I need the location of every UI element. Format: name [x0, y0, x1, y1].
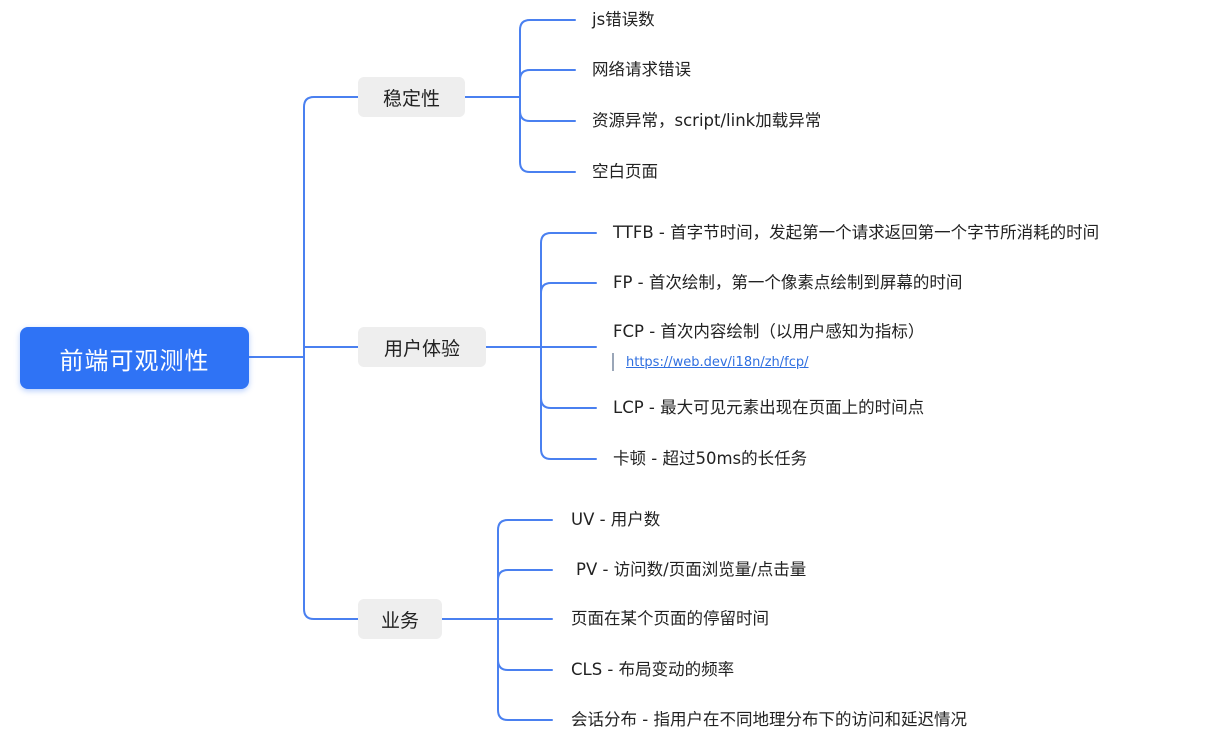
leaf-resource-errors[interactable]: 资源异常，script/link加载异常 — [592, 111, 822, 130]
connector-ux-2 — [540, 282, 597, 348]
leaf-session-distribution[interactable]: 会话分布 - 指用户在不同地理分布下的访问和延迟情况 — [571, 710, 967, 729]
leaf-fcp[interactable]: FCP - 首次内容绘制（以用户感知为指标） — [613, 322, 925, 341]
leaf-long-task[interactable]: 卡顿 - 超过50ms的长任务 — [613, 449, 808, 468]
connector-stability-2 — [519, 69, 576, 98]
connector-stability-1 — [519, 19, 576, 98]
leaf-network-errors[interactable]: 网络请求错误 — [592, 60, 691, 79]
connector-stability-4 — [519, 96, 576, 173]
leaf-dwell-time[interactable]: 页面在某个页面的停留时间 — [571, 609, 769, 628]
category-stability[interactable]: 稳定性 — [358, 77, 465, 117]
fcp-reference-link[interactable]: https://web.dev/i18n/zh/fcp/ — [626, 354, 809, 370]
leaf-uv[interactable]: UV - 用户数 — [571, 510, 661, 529]
connector-business-1 — [497, 519, 553, 620]
connector-root-business — [303, 356, 359, 620]
fcp-link-row: https://web.dev/i18n/zh/fcp/ — [612, 352, 809, 372]
leaf-cls[interactable]: CLS - 布局变动的频率 — [571, 660, 735, 679]
leaf-fp[interactable]: FP - 首次绘制，第一个像素点绘制到屏幕的时间 — [613, 273, 963, 292]
leaf-js-errors[interactable]: js错误数 — [592, 10, 655, 29]
connector-ux-4 — [540, 346, 597, 409]
connector-ux-1 — [540, 232, 597, 348]
leaf-ttfb[interactable]: TTFB - 首字节时间，发起第一个请求返回第一个字节所消耗的时间 — [613, 223, 1100, 242]
connector-ux-5 — [540, 346, 597, 460]
leaf-blank-page[interactable]: 空白页面 — [592, 162, 658, 181]
connector-stability-3 — [519, 96, 576, 122]
connector-business-5 — [497, 618, 553, 721]
connector-business-2 — [497, 569, 553, 620]
connector-root-stability — [248, 96, 359, 358]
link-indicator-bar — [612, 353, 614, 371]
root-node[interactable]: 前端可观测性 — [20, 327, 249, 389]
connector-root-ux — [303, 346, 359, 358]
leaf-lcp[interactable]: LCP - 最大可见元素出现在页面上的时间点 — [613, 398, 925, 417]
category-user-experience[interactable]: 用户体验 — [358, 327, 486, 367]
leaf-pv[interactable]: PV - 访问数/页面浏览量/点击量 — [576, 560, 807, 579]
category-business[interactable]: 业务 — [358, 599, 442, 639]
connector-business-4 — [497, 618, 553, 671]
